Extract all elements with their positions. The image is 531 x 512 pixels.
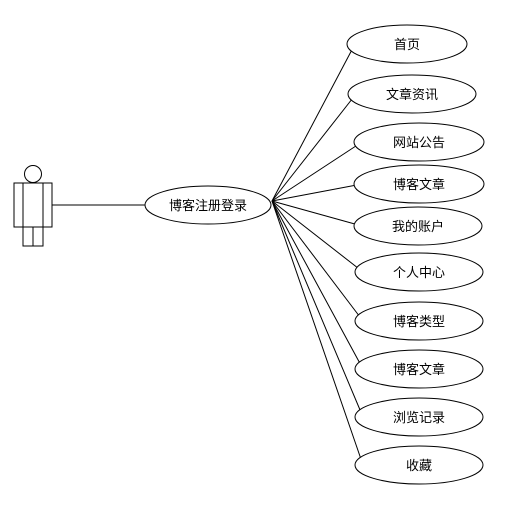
association-line-9	[271, 200, 364, 418]
association-line-8	[271, 200, 364, 370]
use-case-ellipse	[353, 164, 485, 204]
use-case-ellipse	[354, 252, 484, 292]
use-case-ellipse	[347, 74, 477, 114]
use-case-7: 博客类型	[354, 301, 484, 341]
use-case-ellipse	[346, 24, 468, 64]
use-case-label: 网站公告	[393, 136, 445, 151]
use-case-9: 浏览记录	[354, 397, 484, 437]
use-case-label: 博客类型	[393, 314, 445, 330]
use-case-label: 收藏	[406, 459, 432, 474]
use-case-ellipse	[353, 206, 483, 246]
association-line-3	[271, 141, 363, 202]
use-case-label: 博客文章	[393, 177, 445, 193]
actor-body	[13, 182, 53, 228]
central-use-case: 博客注册登录	[144, 185, 272, 225]
use-case-ellipse	[354, 397, 484, 437]
use-case-label: 我的账户	[392, 219, 444, 235]
use-case-6: 个人中心	[354, 252, 484, 292]
actor-head	[24, 165, 42, 183]
use-case-5: 我的账户	[353, 206, 483, 246]
association-line-7	[271, 200, 364, 322]
use-case-ellipse	[354, 349, 484, 389]
use-case-2: 文章资讯	[347, 74, 477, 114]
use-case-ellipse	[354, 445, 484, 485]
association-line-6	[271, 200, 364, 273]
use-case-ellipse	[353, 122, 485, 162]
association-line-5	[271, 200, 363, 227]
use-case-3: 网站公告	[353, 122, 485, 162]
central-use-case-ellipse	[144, 185, 272, 225]
use-case-label: 文章资讯	[386, 87, 438, 103]
actor	[13, 165, 53, 247]
use-case-ellipse	[354, 301, 484, 341]
use-case-label: 首页	[394, 38, 420, 53]
use-case-1: 首页	[346, 24, 468, 64]
use-case-label: 浏览记录	[393, 410, 445, 426]
association-line-1	[271, 43, 356, 202]
association-line-10	[271, 200, 364, 466]
use-case-10: 收藏	[354, 445, 484, 485]
use-case-label: 博客文章	[393, 362, 445, 378]
association-line-2	[271, 93, 357, 202]
central-use-case-label: 博客注册登录	[169, 198, 247, 214]
association-lines	[271, 43, 364, 466]
use-case-label: 个人中心	[393, 266, 445, 281]
use-case-4: 博客文章	[353, 164, 485, 204]
association-line-4	[271, 183, 363, 202]
use-case-8: 博客文章	[354, 349, 484, 389]
